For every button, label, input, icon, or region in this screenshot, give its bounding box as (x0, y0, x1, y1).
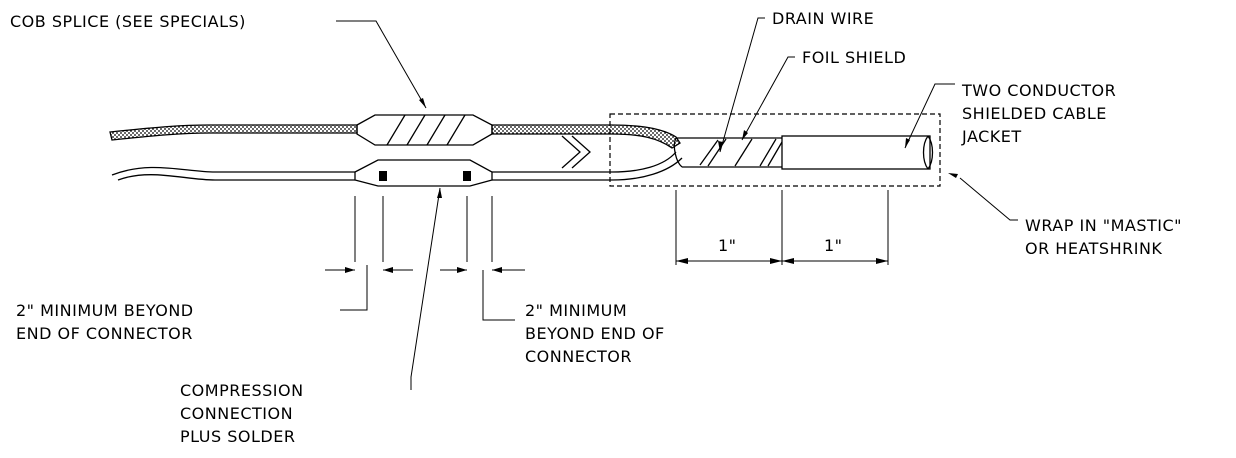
solder-mark-right (463, 171, 471, 181)
upper-splice-connector (356, 114, 493, 146)
cable-label-line2: SHIELDED CABLE (962, 104, 1107, 123)
cob-splice-label: COB SPLICE (SEE SPECIALS) (10, 12, 246, 31)
min-dimensions (325, 196, 525, 273)
min-right-line1: 2" MINIMUM (525, 301, 627, 320)
compression-line1: COMPRESSION (180, 381, 304, 400)
min-right-line2: BEYOND END OF (525, 324, 665, 343)
solder-mark-left (379, 171, 387, 181)
cable-jacket (781, 135, 931, 170)
min-right-line3: CONNECTOR (525, 347, 632, 366)
compression-connector (354, 159, 493, 187)
leader-arrowheads (419, 98, 958, 198)
leader-lines (336, 17, 1018, 390)
cable-label-line3: JACKET (961, 127, 1022, 146)
break-symbol (561, 135, 591, 169)
dim-label-left: 1" (718, 236, 737, 255)
cable-end (673, 135, 934, 170)
wrap-label-line1: WRAP IN "MASTIC" (1025, 216, 1182, 235)
dim-label-right: 1" (824, 236, 843, 255)
upper-conductor (109, 124, 681, 149)
min-left-line1: 2" MINIMUM BEYOND (16, 301, 194, 320)
lower-conductor (111, 151, 683, 181)
foil-shield-label: FOIL SHIELD (802, 48, 906, 67)
inch-dimensions (675, 190, 889, 265)
wrap-label-line2: OR HEATSHRINK (1025, 239, 1162, 258)
cable-label-line1: TWO CONDUCTOR (961, 81, 1116, 100)
drain-wire-label: DRAIN WIRE (772, 9, 874, 28)
compression-line2: CONNECTION (180, 404, 293, 423)
wrap-boundary (609, 113, 941, 187)
min-left-line2: END OF CONNECTOR (16, 324, 193, 343)
compression-line3: PLUS SOLDER (180, 427, 295, 446)
